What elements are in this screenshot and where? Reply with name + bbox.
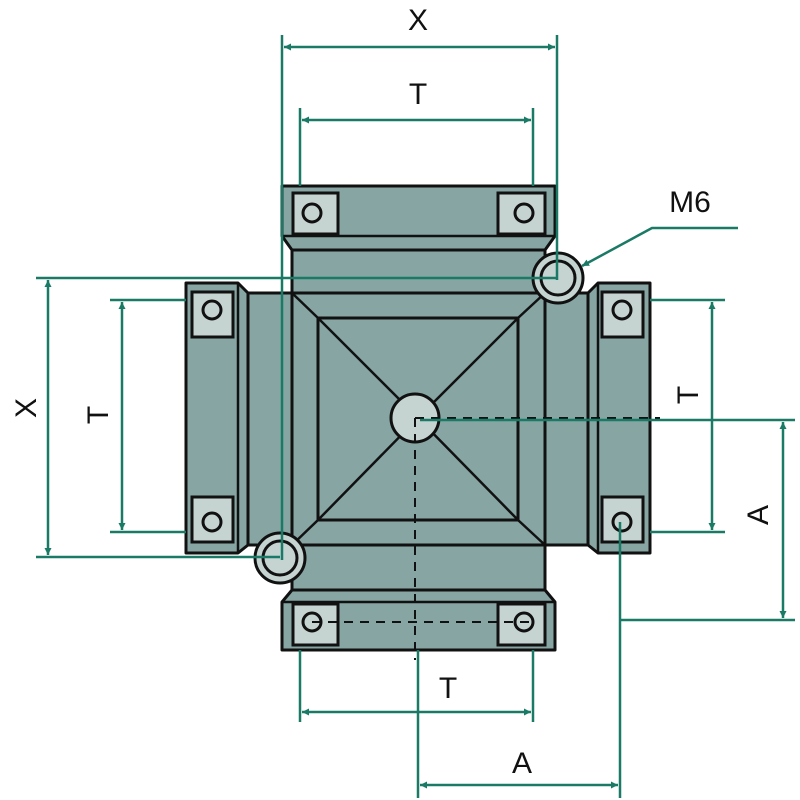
bolt-hole <box>201 299 223 321</box>
bolt-hole <box>513 202 535 224</box>
dim-right-t: T <box>672 386 705 404</box>
top-neck <box>290 246 547 300</box>
center-lines <box>312 417 660 660</box>
dim-top-x: X <box>408 4 428 37</box>
fitting-body <box>184 184 660 660</box>
thread-label: M6 <box>669 186 711 219</box>
left-neck <box>244 291 298 547</box>
dim-right-a: A <box>742 505 775 525</box>
bolt-hole <box>611 511 633 533</box>
dimensions: X T X T T A T A M6 <box>10 4 795 798</box>
bolt-hole <box>301 202 323 224</box>
bolt-hole <box>611 299 633 321</box>
dim-bottom-a: A <box>512 747 532 780</box>
bottom-neck <box>290 538 547 594</box>
dim-left-t: T <box>82 406 115 424</box>
dim-top-t: T <box>409 78 427 111</box>
dim-bottom-t: T <box>439 672 457 705</box>
m6-leader <box>581 226 738 268</box>
dim-left-x: X <box>10 398 43 418</box>
bolt-hole <box>201 511 223 533</box>
diagonals <box>291 292 546 546</box>
